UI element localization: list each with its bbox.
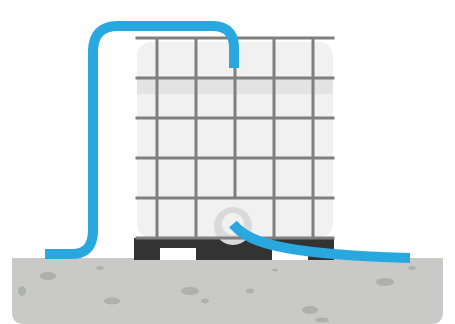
ground-spot (272, 269, 278, 272)
ground-spot (376, 278, 394, 286)
ground-spot (201, 299, 209, 304)
ground-spot (18, 286, 26, 296)
ground-spot (246, 289, 254, 294)
ground-slab (12, 258, 443, 324)
ground-spot (96, 266, 104, 270)
ground-spot (408, 266, 416, 270)
ground-spot (40, 272, 56, 280)
ground-spot (181, 287, 199, 295)
ground-spot (104, 298, 120, 305)
ground-spot (315, 318, 329, 323)
ground-spot (302, 306, 318, 314)
